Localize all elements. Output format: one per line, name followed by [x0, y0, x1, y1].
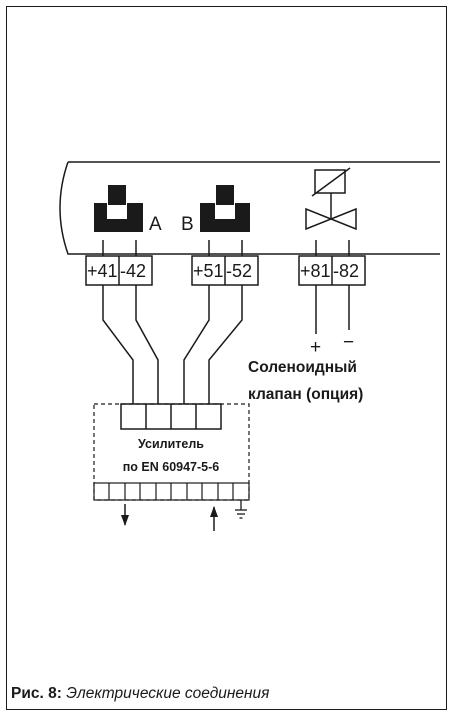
figure-number: Рис. 8:: [11, 685, 62, 702]
input-arrow-up-icon: [210, 506, 218, 531]
solenoid-plus-sign: +: [310, 337, 321, 358]
terminal-label: -42: [120, 261, 146, 281]
sensor-a-icon: [94, 185, 143, 232]
terminal-block-41-42: [85, 240, 153, 286]
sensor-b-icon: [200, 185, 250, 232]
terminal-label: +41: [87, 261, 118, 281]
amplifier-label-line2: по EN 60947-5-6: [123, 460, 220, 474]
amplifier-label-line1: Усилитель: [138, 437, 204, 451]
solenoid-label-line1: Соленоидный: [248, 359, 357, 376]
ground-icon: [235, 500, 247, 519]
terminal-label: -82: [333, 261, 359, 281]
figure-frame: [6, 6, 447, 710]
solenoid-leads: [315, 285, 350, 334]
amplifier-output-terminals: [93, 482, 250, 501]
terminal-label: +81: [300, 261, 331, 281]
figure-description: Электрические соединения: [66, 685, 270, 702]
terminal-label: -52: [226, 261, 252, 281]
wires: [102, 285, 243, 404]
solenoid-label-line2: клапан (опция): [248, 386, 363, 403]
device-housing: [59, 161, 440, 255]
sensor-a-label: A: [149, 214, 162, 235]
sensor-b-label: B: [181, 214, 194, 235]
solenoid-valve-icon: [305, 167, 357, 231]
amplifier-input-terminals: [120, 403, 222, 430]
solenoid-minus-sign: −: [343, 332, 354, 353]
figure-caption: Рис. 8: Электрические соединения: [11, 685, 269, 703]
output-arrow-down-icon: [121, 504, 129, 526]
terminal-label: +51: [193, 261, 224, 281]
terminal-block-51-52: [191, 240, 259, 286]
terminal-block-81-82: [298, 240, 366, 286]
